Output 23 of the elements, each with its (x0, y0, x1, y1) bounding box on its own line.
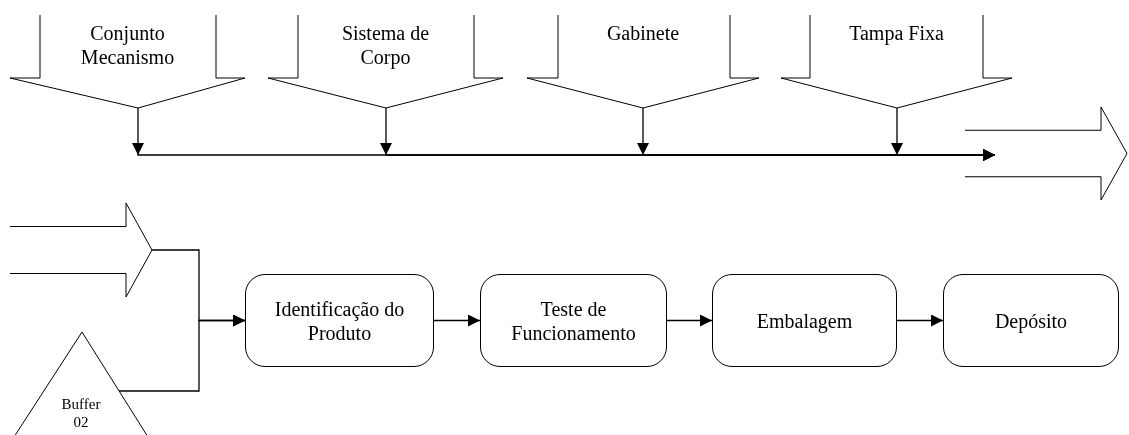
down-arrow-shape (10, 15, 245, 110)
down-arrow-shape (527, 15, 759, 110)
node-label: Identificação do Produto (273, 296, 406, 345)
down-arrow-shape (268, 15, 503, 110)
process-box (712, 274, 897, 367)
node-label: Tampa Fixa (849, 21, 944, 45)
arrow (433, 314, 481, 327)
node-label: Conjunto Mecanismo (79, 21, 176, 69)
process-box (480, 274, 667, 367)
down-arrow-shape (781, 15, 1012, 110)
arrow (896, 314, 944, 327)
node-label: Embalagem (756, 308, 853, 333)
buffer-triangle (14, 332, 148, 435)
process-box (943, 274, 1119, 367)
node-label: Sistema de Corpo (340, 21, 431, 69)
node-label: Teste de Funcionamento (510, 296, 637, 345)
arrow (891, 107, 996, 161)
node-label: Buffer 02 (60, 395, 102, 431)
node-label: Depósito (994, 308, 1068, 333)
process-box (245, 274, 434, 367)
arrow (117, 314, 246, 392)
arrow (666, 314, 713, 327)
node-label: Gabinete (606, 21, 680, 45)
